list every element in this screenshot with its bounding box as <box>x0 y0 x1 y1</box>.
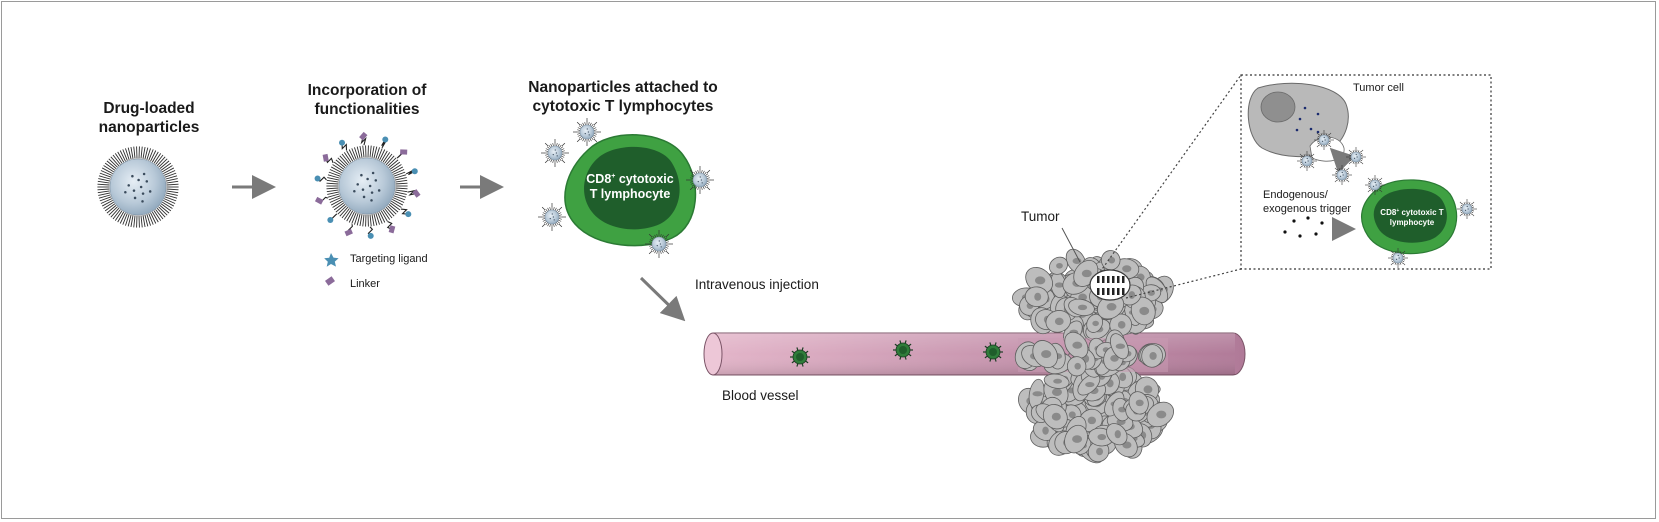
nanoparticle <box>1334 167 1350 183</box>
nanoparticle <box>1459 201 1475 217</box>
ligands-and-linkers <box>314 131 421 239</box>
trigger-label-line1: Endogenous/ <box>1263 189 1329 201</box>
inset-nanoparticles <box>1297 130 1477 268</box>
functionalized-nanoparticle <box>326 145 408 227</box>
vessel-opening <box>703 332 723 376</box>
released-drug-dots <box>1295 106 1320 134</box>
nanoparticle <box>1316 132 1332 148</box>
t-cell-label-line2: T lymphocyte <box>590 187 671 201</box>
nanoparticle <box>1348 149 1364 165</box>
nanoparticle <box>1367 177 1383 193</box>
circulating-t-cell <box>983 342 1003 362</box>
tumor-label: Tumor <box>1021 209 1060 224</box>
tumor-lower-mass <box>1018 363 1174 464</box>
intravenous-injection-label: Intravenous injection <box>695 277 819 292</box>
step3-title-line1: Nanoparticles attached to <box>528 79 718 96</box>
circulating-t-cell <box>790 347 810 367</box>
inset-tumor-cell-label: Tumor cell <box>1353 82 1404 94</box>
nanoparticle <box>544 142 566 164</box>
tumor-pointer <box>1061 227 1081 263</box>
step2-title-line1: Incorporation of <box>308 82 428 99</box>
tumor-vessel-overlap <box>1014 329 1168 378</box>
t-cell-label-line1: CD8+ cytotoxic <box>586 172 674 186</box>
step1: Drug-loaded nanoparticles <box>97 100 199 228</box>
inset-t-cell-label-line2: lymphocyte <box>1390 218 1435 227</box>
trigger-dots <box>1283 216 1324 238</box>
tumor-upper-mass <box>1012 248 1174 345</box>
nanoparticle <box>576 121 598 143</box>
step2: Incorporation of functionalities Targeti… <box>308 82 428 290</box>
legend: Targeting ligand Linker <box>324 253 428 290</box>
attached-nanoparticles <box>538 118 714 258</box>
inset-panel: Tumor cell Endogenous/ exogenous trigger… <box>1240 74 1492 270</box>
nanoparticle <box>97 146 179 228</box>
nanoparticle <box>1390 250 1406 266</box>
legend-targeting-ligand: Targeting ligand <box>350 253 428 265</box>
blood-vessel-label: Blood vessel <box>722 388 799 403</box>
step1-title-line2: nanoparticles <box>99 119 200 136</box>
legend-linker: Linker <box>350 278 380 290</box>
nanoparticle <box>541 206 563 228</box>
t-cell-nucleus <box>584 146 680 230</box>
nanoparticle <box>648 233 670 255</box>
trigger-label-line2: exogenous trigger <box>1263 203 1351 215</box>
circulating-t-cell <box>893 340 913 360</box>
inset-tumor-nucleus <box>1260 91 1296 123</box>
inset-t-lymphocyte: CD8+ cytotoxic T lymphocyte <box>1360 179 1458 255</box>
uptake-arrow <box>1329 147 1356 174</box>
nanoparticle <box>326 145 408 227</box>
injection-arrow <box>639 276 686 322</box>
zoom-line-top <box>1099 74 1242 273</box>
targeting-ligand-icon <box>324 253 339 267</box>
inset-t-cell-label-line1: CD8+ cytotoxic T <box>1380 208 1444 217</box>
nanoparticle <box>689 169 711 191</box>
linker-icon <box>325 276 335 286</box>
zoom-line-bottom <box>1125 268 1242 299</box>
tumor-highlight <box>1089 269 1131 301</box>
step1-title-line1: Drug-loaded <box>103 100 194 117</box>
step3: Nanoparticles attached to cytotoxic T ly… <box>528 79 718 258</box>
t-lymphocyte: CD8+ cytotoxic T lymphocyte <box>564 134 697 247</box>
step3-title-line2: cytotoxic T lymphocytes <box>533 98 714 115</box>
nanoparticle <box>1299 153 1315 169</box>
drug-loaded-nanoparticle <box>97 146 179 228</box>
step2-title-line2: functionalities <box>314 101 419 118</box>
